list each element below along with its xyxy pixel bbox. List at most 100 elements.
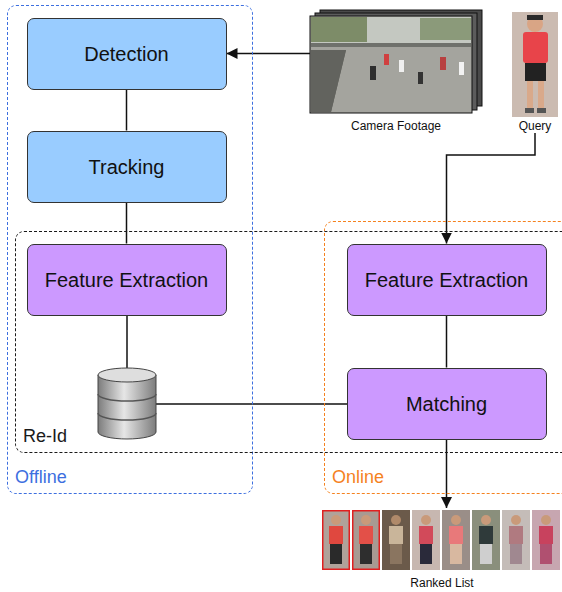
ranked-thumbnail bbox=[502, 510, 530, 570]
box-label: Detection bbox=[84, 42, 169, 66]
online-region: Online Feature ExtractionMatching bbox=[324, 221, 562, 494]
connector-arrow bbox=[227, 53, 311, 55]
thumb-head bbox=[361, 515, 371, 525]
ranked-list-images bbox=[322, 510, 560, 570]
footage-tree bbox=[311, 17, 367, 42]
query-hair bbox=[527, 15, 543, 20]
thumb-legs bbox=[360, 544, 372, 564]
thumb-head bbox=[331, 515, 341, 525]
process-box: Detection bbox=[27, 18, 227, 90]
thumb-legs bbox=[330, 544, 342, 564]
image-node: Ranked List bbox=[322, 508, 562, 590]
database-band bbox=[98, 394, 156, 401]
thumb-head bbox=[481, 515, 491, 525]
process-box: Tracking bbox=[27, 131, 227, 203]
match-frame bbox=[323, 511, 350, 570]
footage-tree bbox=[420, 18, 471, 40]
query-shoe bbox=[525, 108, 534, 113]
footage-steps bbox=[311, 50, 346, 112]
thumb-shirt bbox=[509, 526, 523, 544]
thumb-legs bbox=[540, 544, 552, 564]
wire bbox=[156, 403, 347, 405]
thumb-shirt bbox=[359, 526, 373, 544]
process-box: Feature Extraction bbox=[347, 244, 547, 316]
thumb-legs bbox=[480, 544, 492, 564]
thumb-head bbox=[391, 515, 401, 525]
region-label: Re-Id bbox=[23, 426, 67, 448]
query-leg bbox=[527, 81, 533, 109]
thumb-background bbox=[352, 510, 380, 570]
wire bbox=[126, 316, 128, 368]
connector-arrow bbox=[447, 133, 536, 244]
thumb-shirt bbox=[419, 526, 433, 544]
camera-footage-image bbox=[310, 10, 482, 113]
ranked-thumbnail bbox=[472, 510, 500, 570]
process-box: Feature Extraction bbox=[27, 244, 227, 316]
thumb-background bbox=[532, 510, 560, 570]
thumb-shirt bbox=[389, 526, 403, 544]
connector-line bbox=[126, 203, 128, 244]
query-leg bbox=[538, 81, 544, 109]
thumb-shirt bbox=[449, 526, 463, 544]
thumb-background bbox=[382, 510, 410, 570]
thumb-background bbox=[412, 510, 440, 570]
footage-person bbox=[399, 60, 404, 72]
footage-person bbox=[370, 66, 376, 80]
box-label: Matching bbox=[406, 392, 487, 416]
ranked-thumbnail bbox=[382, 510, 410, 570]
database-symbol bbox=[98, 368, 156, 439]
thumb-legs bbox=[420, 544, 432, 564]
query-shorts bbox=[525, 63, 546, 81]
query-shirt bbox=[523, 32, 548, 63]
query-image bbox=[512, 12, 558, 117]
database-top bbox=[98, 368, 156, 382]
thumb-background bbox=[502, 510, 530, 570]
thumb-head bbox=[541, 515, 551, 525]
ranked-thumbnail bbox=[442, 510, 470, 570]
database-band bbox=[98, 413, 156, 420]
footage-person bbox=[459, 62, 464, 75]
thumb-background bbox=[442, 510, 470, 570]
box-label: Feature Extraction bbox=[45, 268, 208, 292]
image-node: Camera Footage bbox=[310, 12, 482, 133]
box-label: Tracking bbox=[89, 155, 165, 179]
connector-arrow bbox=[446, 440, 448, 509]
ranked-thumbnail bbox=[352, 510, 380, 570]
thumb-shirt bbox=[539, 526, 553, 544]
thumb-legs bbox=[390, 544, 402, 564]
query-background bbox=[512, 12, 558, 117]
ranked-thumbnail bbox=[322, 510, 350, 570]
thumb-head bbox=[421, 515, 431, 525]
footage-fence bbox=[311, 43, 471, 47]
thumb-head bbox=[451, 515, 461, 525]
region-label: Online bbox=[332, 467, 384, 489]
image-caption: Ranked List bbox=[410, 576, 473, 590]
thumb-legs bbox=[510, 544, 522, 564]
thumb-background bbox=[472, 510, 500, 570]
process-box: Matching bbox=[347, 368, 547, 440]
thumb-shirt bbox=[479, 526, 493, 544]
thumb-shirt bbox=[329, 526, 343, 544]
box-label: Feature Extraction bbox=[365, 268, 528, 292]
footage-steps bbox=[311, 50, 346, 112]
query-head bbox=[527, 16, 543, 32]
database-body bbox=[98, 375, 156, 439]
connector-line bbox=[446, 316, 448, 368]
thumb-legs bbox=[450, 544, 462, 564]
image-node: Query bbox=[510, 12, 560, 133]
footage-person bbox=[418, 72, 423, 84]
image-caption: Query bbox=[519, 119, 552, 133]
query-shoe bbox=[537, 108, 546, 113]
footage-person bbox=[440, 57, 446, 70]
footage-background bbox=[311, 17, 471, 44]
footage-frame bbox=[310, 16, 472, 113]
offline-region: Offline DetectionTrackingFeature Extracti… bbox=[7, 5, 253, 494]
ranked-thumbnail bbox=[412, 510, 440, 570]
ranked-thumbnail bbox=[532, 510, 560, 570]
thumb-background bbox=[322, 510, 350, 570]
region-label: Offline bbox=[15, 467, 67, 489]
match-frame bbox=[353, 511, 380, 570]
footage-person bbox=[384, 54, 389, 65]
thumb-head bbox=[511, 515, 521, 525]
